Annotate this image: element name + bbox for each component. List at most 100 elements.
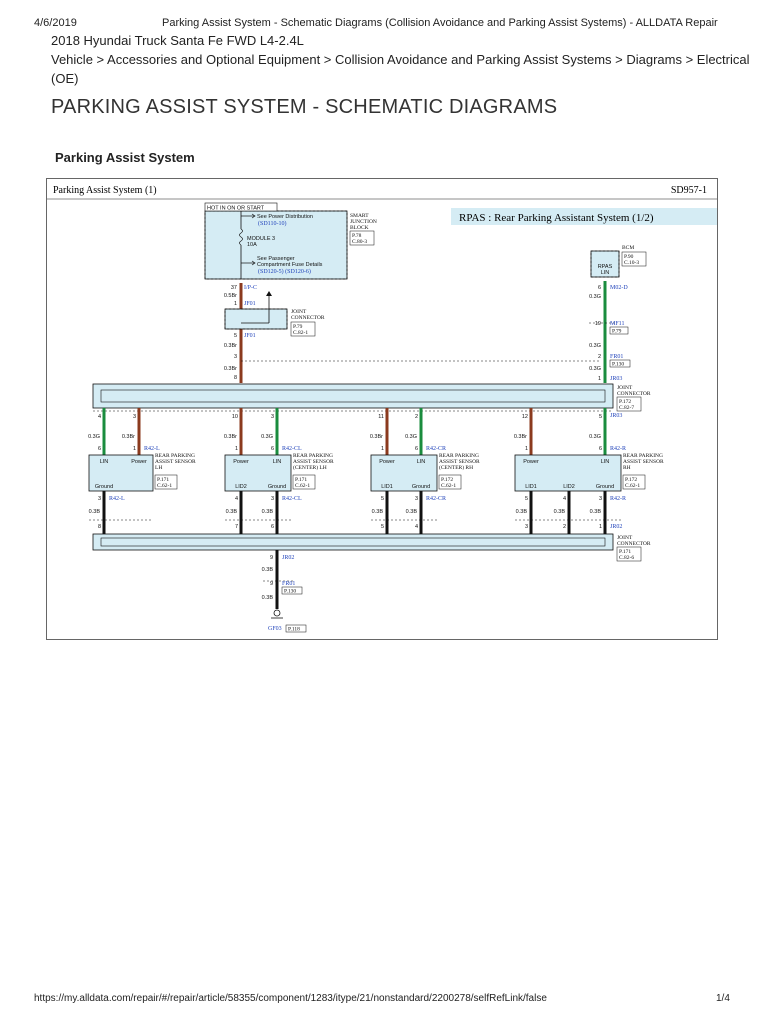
sensor-ref-1: P.171: [157, 477, 169, 483]
lower-jc-pin: 5: [381, 524, 384, 530]
pin-b: 6: [415, 446, 418, 452]
bcm-ref-2[interactable]: C.10-3: [624, 260, 639, 266]
sjb-ref-2[interactable]: C.80-3: [352, 239, 367, 245]
pin-b: 6: [271, 446, 274, 452]
schematic-diagram: .t6 { font-size:6px; fill:#111; } .t5 { …: [47, 185, 721, 633]
fuse-symbol: [239, 228, 243, 246]
sensor-bot-b: LID2: [563, 484, 575, 490]
lower-pin: 5: [381, 496, 384, 502]
jc-upper-ref-1[interactable]: P.172: [619, 399, 631, 405]
ref-p130[interactable]: P.130: [612, 362, 624, 368]
sjb-name-2: JUNCTION: [350, 219, 377, 225]
sensor-ref-2: C.62-1: [625, 483, 640, 489]
ground-gf03[interactable]: GF03: [268, 626, 282, 632]
sjb-ref-1[interactable]: P.78: [352, 233, 362, 239]
sensor-bot-b: Ground: [268, 484, 286, 490]
sensor-name: RH: [623, 465, 631, 471]
lower-jc-pin: 7: [235, 524, 238, 530]
wire-label-a: 0.3Br: [224, 434, 237, 440]
conn-fr01-gnd[interactable]: FR01: [282, 581, 295, 587]
jc-top-ref-1[interactable]: P.79: [293, 324, 303, 330]
lower-pin: 3: [415, 496, 418, 502]
sensor-top-b: LIN: [273, 459, 282, 465]
sensor-bot-b: Ground: [412, 484, 430, 490]
sensor-ref-box: [438, 474, 462, 490]
vehicle-name: 2018 Hyundai Truck Santa Fe FWD L4-2.4L: [51, 33, 304, 48]
sensor-name: REAR PARKING: [155, 453, 195, 459]
jc-pin-a: 12: [522, 414, 528, 420]
connector-jr02: JR02: [610, 524, 622, 530]
bcm-pin-19: 19: [595, 321, 601, 327]
conn-jf01[interactable]: JF01: [244, 301, 256, 307]
ground-symbol: [273, 609, 281, 617]
lower-jc-pin: 4: [415, 524, 418, 530]
connector-id: R42-R: [610, 446, 626, 452]
ref-p79[interactable]: P.79: [612, 329, 622, 335]
passenger-fuse-ref[interactable]: (SD120-5) (SD120-6): [258, 268, 311, 275]
sensor-name: REAR PARKING: [623, 453, 663, 459]
jc-pin-a: 11: [378, 414, 384, 420]
jc-pin-b: 3: [271, 414, 274, 420]
sensor-name: REAR PARKING: [439, 453, 479, 459]
footer-page: 1/4: [716, 993, 730, 1004]
breadcrumb[interactable]: Vehicle > Accessories and Optional Equip…: [51, 52, 750, 86]
conn-jr02[interactable]: JR02: [282, 555, 294, 561]
section-title: Parking Assist System: [55, 150, 195, 165]
jc-top-name-1: JOINT: [291, 309, 307, 315]
bcm-ref-1[interactable]: P.90: [624, 254, 634, 260]
gnd-pin-9b: 9: [270, 581, 273, 587]
pin-a: 1: [381, 446, 384, 452]
sensor-ref-2: C.62-1: [295, 483, 310, 489]
jc-upper-name-1: JOINT: [617, 385, 633, 391]
lower-jc-pin: 2: [563, 524, 566, 530]
gnd-pin-9a: 9: [270, 555, 273, 561]
power-distribution-ref[interactable]: (SD110-10): [258, 220, 286, 227]
lower-wire-label: 0.3B: [590, 509, 602, 515]
jc-pin-a: 10: [232, 414, 238, 420]
jc-pin-b: 2: [415, 414, 418, 420]
sensor-top-a: LIN: [100, 459, 109, 465]
conn-mf11[interactable]: MF11: [610, 321, 624, 327]
pin-a: 6: [98, 446, 101, 452]
gnd-wire-2: 0.3B: [262, 595, 274, 601]
conn-ip-c[interactable]: I/P-C: [244, 285, 257, 291]
print-title: Parking Assist System - Schematic Diagra…: [162, 17, 718, 29]
lower-wire-label: 0.3B: [516, 509, 528, 515]
bcm-name: BCM: [622, 245, 634, 251]
see-power-distribution: See Power Distribution: [257, 214, 313, 220]
sensor-ref-1: P.171: [295, 477, 307, 483]
print-date: 4/6/2019: [34, 17, 77, 29]
sjb-name-1: SMART: [350, 213, 369, 219]
conn-jr03[interactable]: JR03: [610, 376, 622, 382]
lower-wire-label: 0.3B: [554, 509, 566, 515]
jc-bottom-ref-1[interactable]: P.171: [619, 549, 631, 555]
sensor-top-b: LIN: [417, 459, 426, 465]
jc-upper-ref-2[interactable]: C.82-7: [619, 405, 634, 411]
lower-pin: 4: [235, 496, 238, 502]
lower-connector-id: R42-R: [610, 496, 626, 502]
ref-p118[interactable]: P.118: [288, 627, 300, 633]
wire-label-a: 0.3G: [88, 434, 100, 440]
sensor-name: ASSIST SENSOR: [623, 459, 664, 465]
lower-jc-pin: 6: [271, 524, 274, 530]
sensor-name: (CENTER) LH: [293, 464, 327, 471]
ref-p130-gnd[interactable]: P.130: [284, 589, 296, 595]
sensor-name: LH: [155, 465, 162, 471]
wire-05br: 0.5Br: [224, 293, 237, 299]
sensor-ref-box: [154, 474, 178, 490]
jc-bottom-ref-2[interactable]: C.82-6: [619, 555, 634, 561]
conn-jf01-b[interactable]: JF01: [244, 333, 256, 339]
sensor-box: [88, 454, 154, 492]
wire-label-a: 0.3Br: [514, 434, 527, 440]
lower-connector-id: R42-L: [109, 496, 125, 502]
conn-m02-d[interactable]: M02-D: [610, 285, 628, 291]
pin-a: 1: [235, 446, 238, 452]
conn-fr01[interactable]: FR01: [610, 354, 623, 360]
conn-jr03-upper[interactable]: JR03: [610, 413, 622, 419]
rpas-label-box: [451, 208, 721, 225]
jc-top-ref-2[interactable]: C.82-1: [293, 330, 308, 336]
pin-a: 1: [525, 446, 528, 452]
bcm-wire-3: 0.3G: [589, 366, 601, 372]
sensor-name: ASSIST SENSOR: [293, 459, 334, 465]
pin-37: 37: [231, 285, 237, 291]
